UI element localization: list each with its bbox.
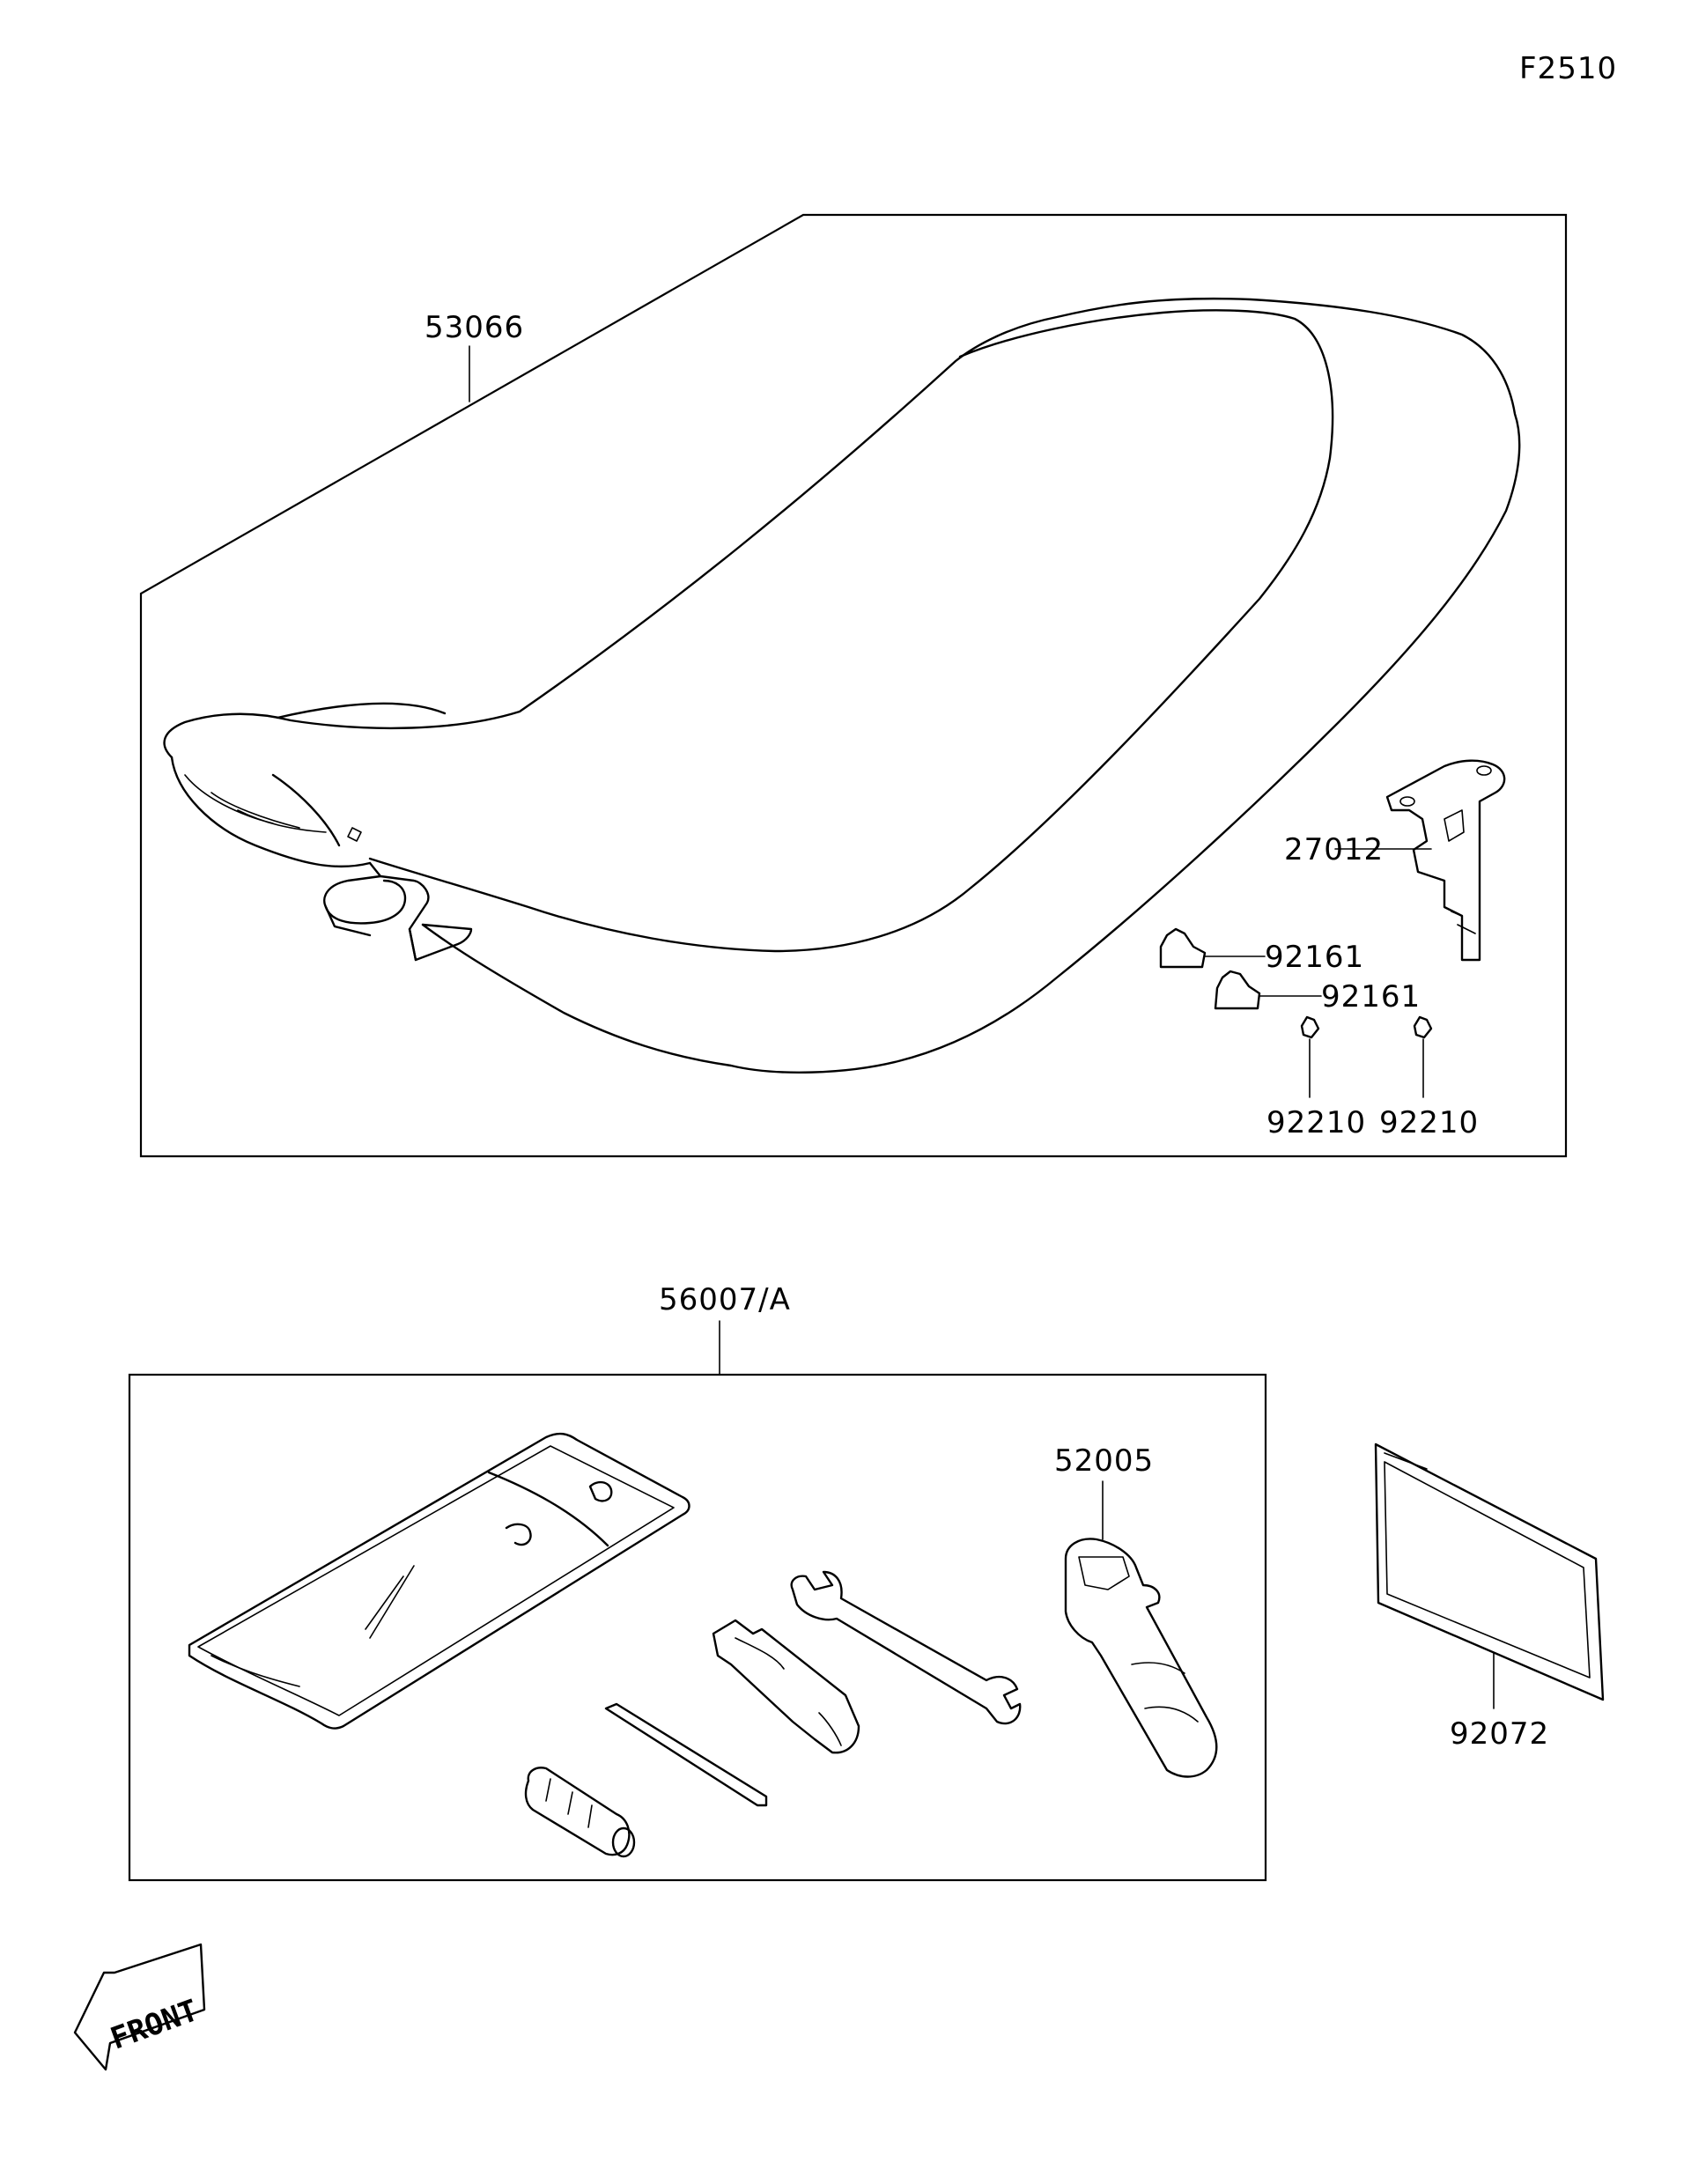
label-plug-wrench: 52005 [1054, 1443, 1154, 1479]
collar-b-illustration [1413, 1015, 1433, 1039]
label-collar-b: 92210 [1379, 1105, 1479, 1140]
label-damper-a: 92161 [1265, 940, 1364, 975]
seat-hook-illustration [1385, 759, 1506, 962]
label-seat-hook: 27012 [1284, 832, 1384, 867]
damper-a-illustration [1159, 927, 1207, 969]
figure-code: F2510 [1519, 51, 1617, 86]
label-collar-a: 92210 [1266, 1105, 1366, 1140]
label-damper-b: 92161 [1321, 979, 1421, 1015]
plug-wrench-illustration [1064, 1538, 1218, 1778]
screwdriver-shaft-illustration [604, 1702, 768, 1807]
label-tool-kit: 56007/A [659, 1282, 791, 1317]
label-owners-manual: 92072 [1450, 1716, 1549, 1752]
owners-manual-illustration [1374, 1442, 1605, 1701]
screwdriver-grip-illustration [524, 1767, 636, 1858]
wrench-illustration [790, 1570, 1022, 1725]
tool-bag-illustration [188, 1432, 690, 1730]
front-arrow: FRONT [73, 1943, 206, 2071]
label-seat: 53066 [425, 310, 524, 345]
seat-illustration [163, 297, 1521, 1074]
front-arrow-label: FRONT [106, 1993, 203, 2057]
box-wrench-illustration [712, 1619, 860, 1754]
tool-kit-frame [128, 1373, 1267, 1882]
damper-b-illustration [1214, 970, 1261, 1010]
collar-a-illustration [1300, 1015, 1320, 1039]
seat-group-frame [139, 213, 1568, 1158]
